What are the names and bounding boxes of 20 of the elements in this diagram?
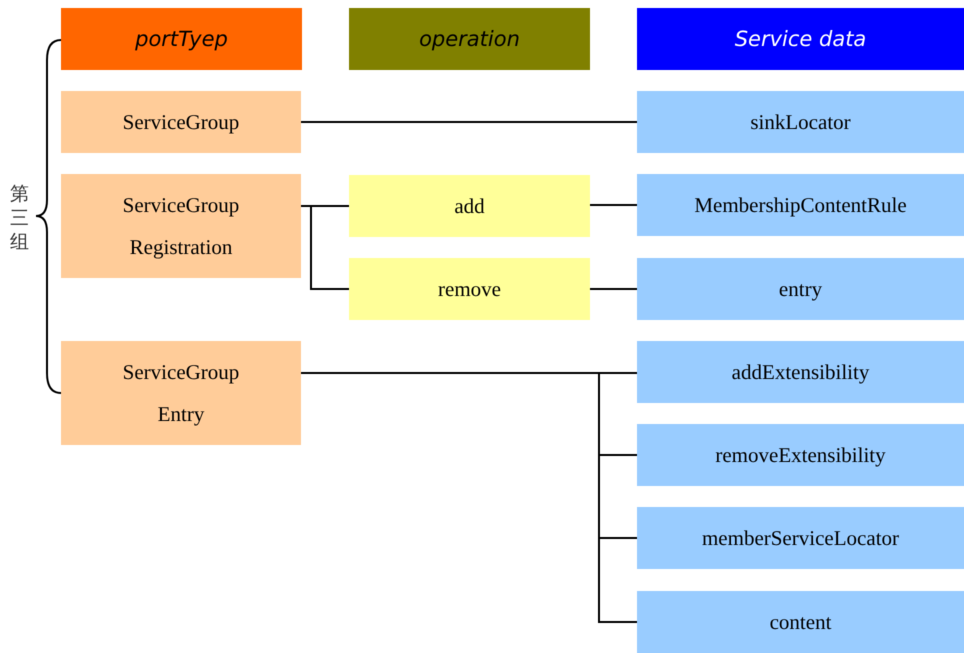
connector-line <box>301 205 349 290</box>
connector-line <box>590 288 637 290</box>
header-box: operation <box>349 8 590 70</box>
name-box: ServiceGroup Registration <box>61 174 301 278</box>
name-box: add <box>349 175 590 237</box>
name-box: remove <box>349 258 590 320</box>
name-box: entry <box>637 258 964 320</box>
name-box: memberServiceLocator <box>637 507 964 569</box>
name-box: ServiceGroup <box>61 91 301 153</box>
header-box: portTyep <box>61 8 302 70</box>
group-label: 第三组 <box>10 182 30 254</box>
name-box: removeExtensibility <box>637 424 964 486</box>
name-box: sinkLocator <box>637 91 964 153</box>
connector-line <box>301 121 637 123</box>
name-box: content <box>637 591 964 653</box>
header-box: Service data <box>637 8 964 70</box>
name-box: ServiceGroup Entry <box>61 341 301 445</box>
connector-line <box>590 204 637 206</box>
name-box: addExtensibility <box>637 341 964 403</box>
name-box: MembershipContentRule <box>637 174 964 236</box>
